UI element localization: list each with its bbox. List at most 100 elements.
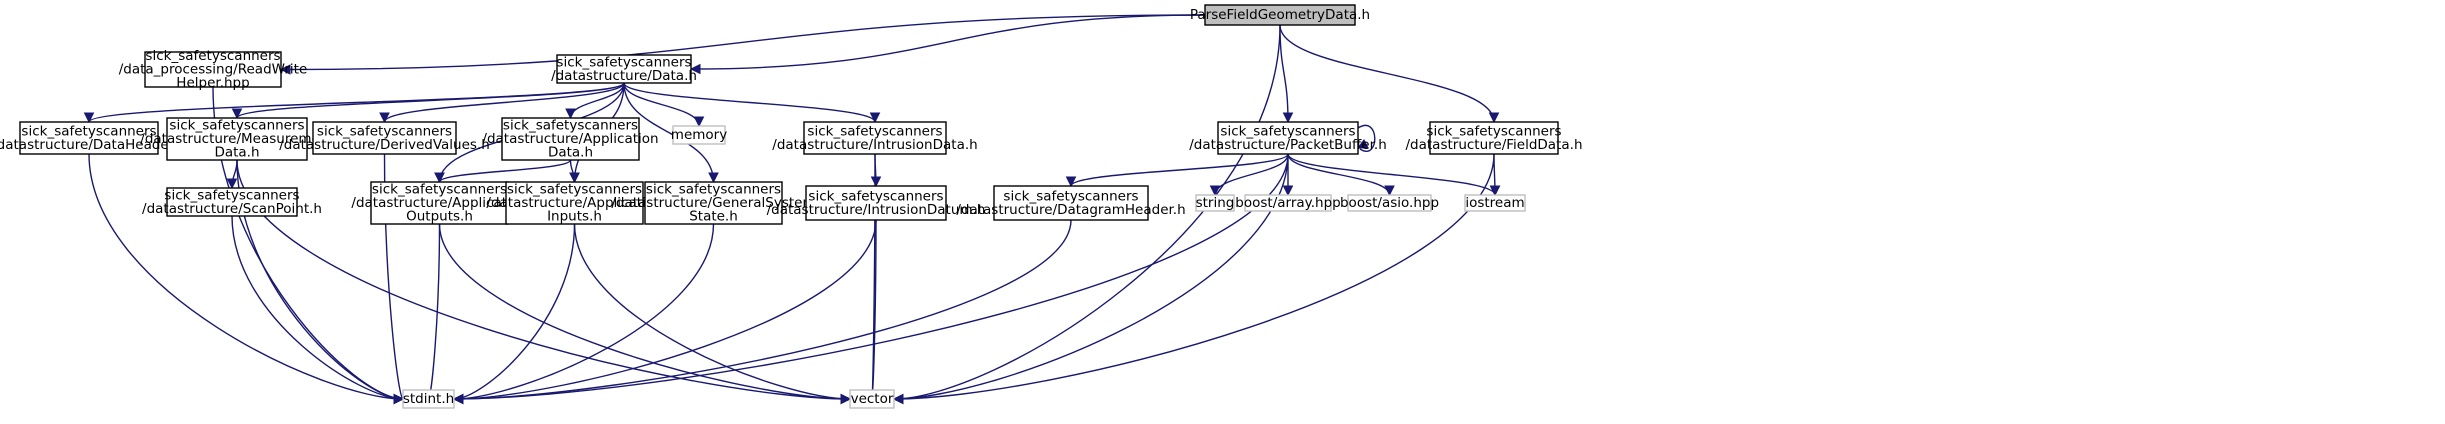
node-label-measdata-1: /datastructure/Measurement (140, 131, 333, 147)
node-label-root-0: ParseFieldGeometryData.h (1190, 7, 1370, 23)
node-box-boostarr (1244, 194, 1332, 212)
edge-appout-to-vector (438, 223, 851, 400)
node-stdint[interactable]: stdint.h (402, 389, 455, 409)
arrowhead-data-to-memory (693, 116, 705, 128)
node-label-intrdatum-1: /datastructure/IntrusionDatum.h (767, 202, 986, 218)
arrowhead-data-to-measdata (231, 108, 243, 120)
arrowhead-fielddata-to-iostream (1489, 185, 1501, 197)
node-label-appin-2: Inputs.h (547, 209, 602, 225)
edge-datahdr-to-stdint (88, 153, 404, 400)
node-box-boostasio (1347, 194, 1432, 212)
edge-data-to-intrdata (623, 82, 876, 123)
node-layer: ParseFieldGeometryData.h sick_safetyscann… (0, 4, 1583, 409)
node-box-fielddata (1429, 121, 1559, 155)
node-boostarr[interactable]: boost/array.hpp (1235, 194, 1341, 212)
node-label-memory-0: memory (671, 127, 727, 143)
edge-root-to-vector (893, 24, 1281, 400)
node-label-rwhelper-2: Helper.hpp (176, 75, 249, 91)
node-scanpt[interactable]: sick_safetyscanners/datastructure/ScanPo… (142, 187, 322, 217)
node-appin[interactable]: sick_safetyscanners/datastructure/Applic… (486, 181, 663, 225)
node-label-boostasio-0: boost/asio.hpp (1340, 195, 1439, 211)
node-label-appdata-1: /datastructure/Application (482, 131, 658, 147)
arrowhead-data-to-intrdata (869, 112, 881, 124)
node-intrdatum[interactable]: sick_safetyscanners/datastructure/Intrus… (767, 185, 986, 221)
node-appout[interactable]: sick_safetyscanners/datastructure/Applic… (351, 181, 528, 225)
node-dgramhdr[interactable]: sick_safetyscanners/datastructure/Datagr… (956, 185, 1186, 221)
arrowhead-appdata-to-appin (569, 172, 580, 184)
edge-pktbuf-to-dgramhdr (1070, 153, 1289, 187)
arrowhead-pktbuf-to-string (1209, 185, 1221, 197)
edge-data-to-gensys (623, 82, 715, 183)
node-measdata[interactable]: sick_safetyscanners/datastructure/Measur… (140, 117, 334, 161)
edge-root-to-fielddata (1279, 24, 1495, 123)
node-derived[interactable]: sick_safetyscanners/datastructure/Derive… (279, 121, 490, 155)
node-label-pktbuf-0: sick_safetyscanners (1220, 123, 1355, 139)
edge-appin-to-vector (573, 223, 851, 400)
node-box-pktbuf (1217, 121, 1359, 155)
node-label-appout-0: sick_safetyscanners (372, 182, 507, 198)
edge-pktbuf-to-iostream (1287, 153, 1496, 196)
arrowhead-appin-to-vector (840, 393, 852, 405)
node-box-vector (849, 389, 895, 409)
node-box-intrdata (803, 121, 947, 155)
node-root[interactable]: ParseFieldGeometryData.h (1190, 4, 1370, 26)
node-string[interactable]: string (1195, 194, 1235, 212)
node-iostream[interactable]: iostream (1464, 194, 1526, 212)
node-rwhelper[interactable]: sick_safetyscanners/data_processing/Read… (119, 48, 308, 91)
node-label-appin-1: /datastructure/Application (486, 195, 662, 211)
node-fielddata[interactable]: sick_safetyscanners/datastructure/FieldD… (1405, 121, 1583, 155)
node-datahdr[interactable]: sick_safetyscanners/datastructure/DataHe… (0, 121, 186, 155)
node-box-stdint (402, 389, 455, 409)
edge-root-to-data (691, 14, 1206, 70)
node-label-appout-1: /datastructure/Application (351, 195, 527, 211)
arrowhead-pktbuf-to-boostarr (1282, 185, 1294, 197)
node-label-intrdatum-0: sick_safetyscanners (808, 188, 943, 204)
node-label-stdint-0: stdint.h (403, 391, 454, 407)
node-label-intrdata-0: sick_safetyscanners (807, 123, 942, 139)
arrowhead-data-to-datahdr (83, 112, 95, 124)
node-vector[interactable]: vector (849, 389, 895, 409)
node-gensys[interactable]: sick_safetyscanners/datastructure/Genera… (611, 181, 816, 225)
node-pktbuf[interactable]: sick_safetyscanners/datastructure/Packet… (1189, 121, 1387, 155)
node-label-appin-0: sick_safetyscanners (507, 182, 642, 198)
node-boostasio[interactable]: boost/asio.hpp (1340, 194, 1439, 212)
arrowhead-measdata-to-scanpt (226, 178, 238, 190)
node-label-datahdr-1: /datastructure/DataHeader.h (0, 137, 186, 153)
node-label-gensys-1: /datastructure/GeneralSystem (611, 195, 815, 211)
arrowhead-root-to-rwhelper (279, 64, 291, 75)
node-box-appdata (501, 117, 640, 161)
node-box-iostream (1464, 194, 1526, 212)
node-label-datahdr-0: sick_safetyscanners (21, 123, 156, 139)
node-appdata[interactable]: sick_safetyscanners/datastructure/Applic… (482, 117, 659, 161)
edge-data-to-derived (383, 82, 625, 123)
arrowhead-dgramhdr-to-stdint (452, 393, 464, 405)
arrowhead-root-to-pktbuf (1282, 112, 1294, 124)
node-label-appdata-0: sick_safetyscanners (503, 118, 638, 134)
arrowhead-data-to-appdata (565, 108, 576, 120)
node-box-appout (370, 181, 509, 225)
node-box-measdata (166, 117, 308, 161)
arrowhead-appdata-to-appout (434, 172, 445, 184)
node-box-rwhelper (144, 51, 282, 88)
node-data[interactable]: sick_safetyscanners/datastructure/Data.h (551, 54, 697, 84)
node-box-root (1204, 4, 1356, 26)
node-box-gensys (644, 181, 783, 225)
node-box-appin (505, 181, 644, 225)
node-label-string-0: string (1196, 195, 1235, 211)
node-intrdata[interactable]: sick_safetyscanners/datastructure/Intrus… (772, 121, 978, 155)
node-label-vector-0: vector (851, 391, 894, 407)
node-label-fielddata-0: sick_safetyscanners (1426, 123, 1561, 139)
node-label-measdata-2: Data.h (214, 145, 259, 161)
node-label-iostream-0: iostream (1465, 195, 1524, 211)
arrowhead-pktbuf-to-boostasio (1384, 185, 1395, 197)
node-label-boostarr-0: boost/array.hpp (1235, 195, 1340, 211)
arrowhead-data-to-derived (379, 112, 390, 124)
edge-dgramhdr-to-stdint (453, 219, 1072, 400)
node-label-rwhelper-0: sick_safetyscanners (145, 48, 280, 64)
node-box-intrdatum (805, 185, 947, 221)
node-label-gensys-2: State.h (689, 209, 738, 225)
node-memory[interactable]: memory (671, 125, 727, 145)
node-box-data (556, 54, 692, 84)
node-label-intrdata-1: /datastructure/IntrusionData.h (772, 137, 977, 153)
